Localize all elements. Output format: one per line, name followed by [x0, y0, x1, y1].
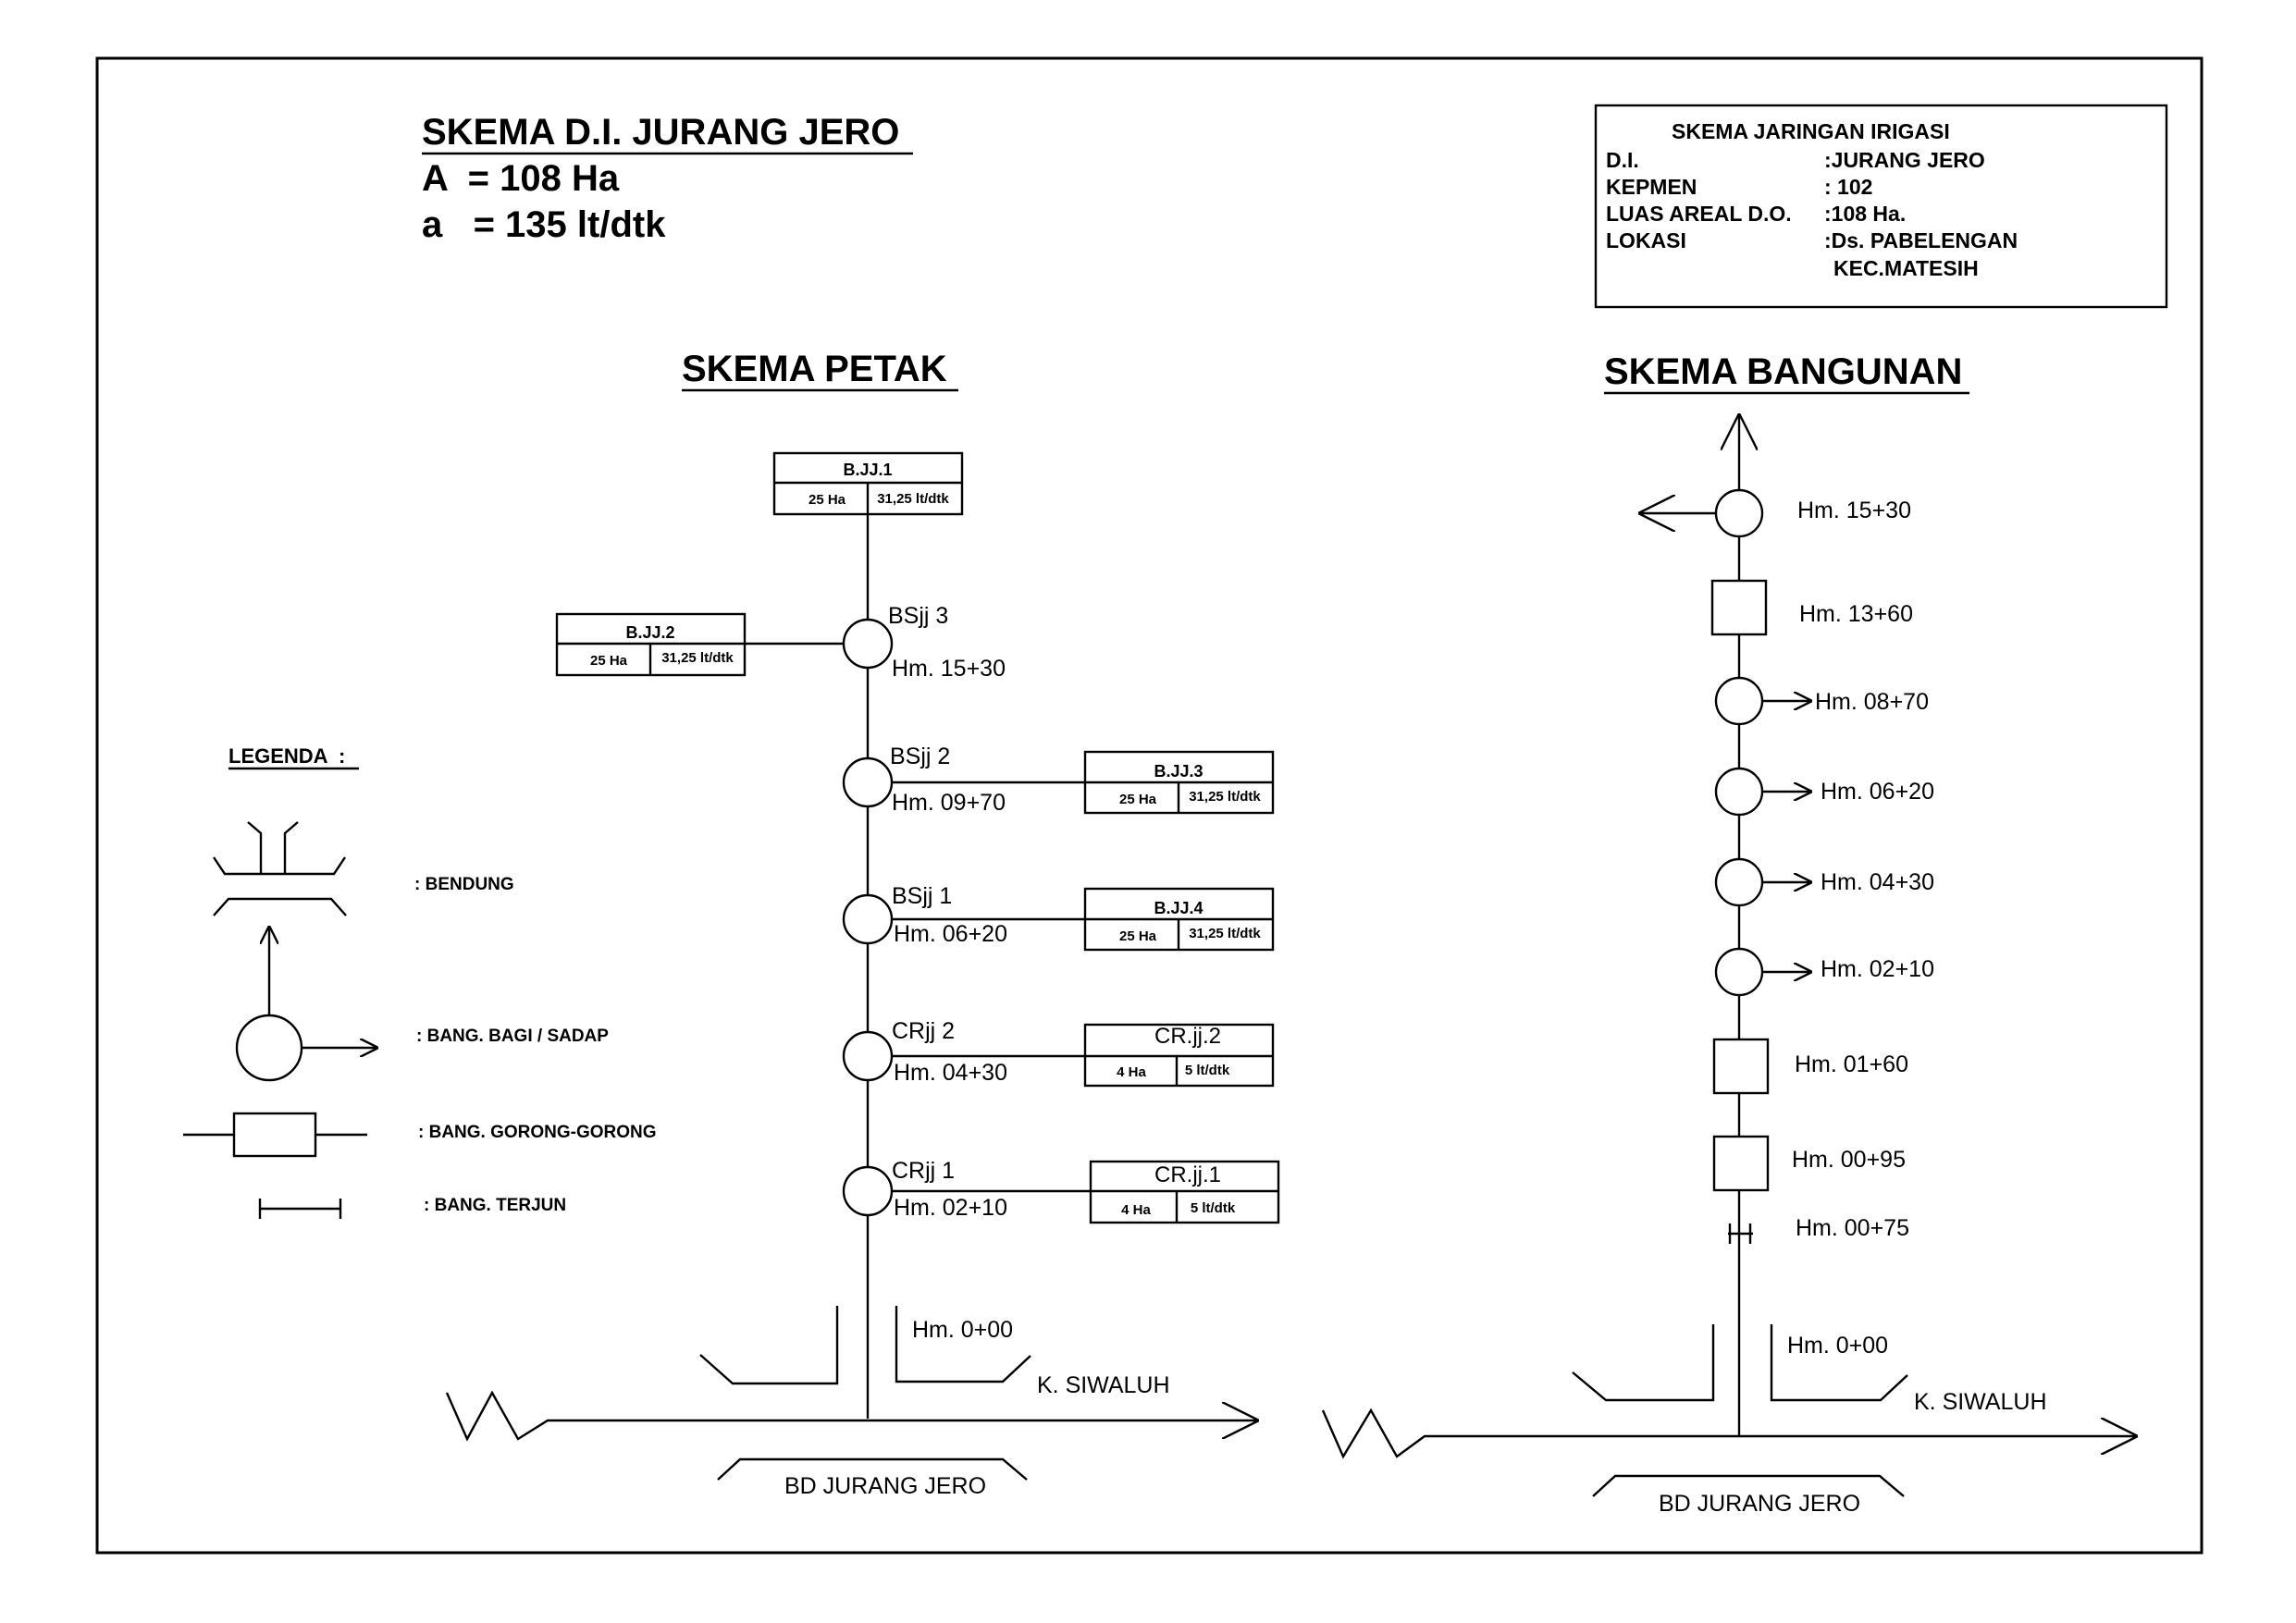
- structure-hm: Hm. 06+20: [1821, 779, 1934, 805]
- block-flow: 31,25 lt/dtk: [1189, 926, 1261, 941]
- structure-hm-0430: Hm. 04+30: [1714, 857, 1934, 907]
- node-name: CRjj 1: [892, 1158, 955, 1184]
- structure-hm: Hm. 00+95: [1792, 1147, 1906, 1173]
- structure-hm-1530: Hm. 15+30: [1639, 488, 1911, 538]
- node-name: BSjj 2: [890, 744, 950, 769]
- structure-hm: Hm. 04+30: [1821, 869, 1934, 895]
- info-value-luas: :108 Ha.: [1824, 202, 1906, 226]
- block-name: B.JJ.2: [625, 623, 674, 642]
- block-bjj3: B.JJ.3 25 Ha 31,25 lt/dtk: [1083, 750, 1275, 815]
- block-crjj1: CR.jj.1 4 Ha 5 lt/dtk: [1089, 1160, 1280, 1224]
- block-name: B.JJ.4: [1154, 899, 1203, 917]
- block-area: 4 Ha: [1117, 1064, 1146, 1080]
- info-value-lokasi: :Ds. PABELENGAN: [1824, 228, 2018, 252]
- legend-label-bagi-sadap: : BANG. BAGI / SADAP: [416, 1027, 609, 1046]
- weir-name: BD JURANG JERO: [1659, 1491, 1860, 1517]
- structure-hm-0870: Hm. 08+70: [1714, 676, 1929, 726]
- block-name: CR.jj.1: [1154, 1162, 1221, 1187]
- node-hm: Hm. 06+20: [894, 921, 1007, 947]
- culvert-icon: [183, 1112, 367, 1158]
- structure-hm-0210: Hm. 02+10: [1714, 947, 1934, 997]
- area-line: A = 108 Ha: [422, 158, 620, 199]
- info-label-lokasi: LOKASI: [1606, 228, 1686, 252]
- info-box-title: SKEMA JARINGAN IRIGASI: [1672, 119, 1950, 143]
- block-area: 25 Ha: [1119, 928, 1157, 944]
- block-name: B.JJ.3: [1154, 762, 1203, 781]
- node-bsjj3: BSjj 3 Hm. 15+30: [745, 603, 1006, 682]
- weir-name: BD JURANG JERO: [784, 1473, 986, 1499]
- skema-bangunan: SKEMA BANGUNAN Hm. 15+30 Hm. 13+60 Hm. 0…: [1321, 351, 2137, 1517]
- river-name: K. SIWALUH: [1037, 1372, 1170, 1398]
- block-flow: 5 lt/dtk: [1185, 1063, 1230, 1078]
- node-crjj1: CRjj 1 Hm. 02+10: [842, 1158, 1091, 1221]
- info-label-di: D.I.: [1606, 148, 1639, 172]
- structure-hm: Hm. 15+30: [1797, 498, 1911, 523]
- structure-hm: Hm. 01+60: [1795, 1051, 1908, 1077]
- structure-hm-1360: Hm. 13+60: [1710, 579, 1913, 636]
- legend-label-gorong-gorong: : BANG. GORONG-GORONG: [418, 1123, 657, 1142]
- node-hm: Hm. 02+10: [894, 1195, 1007, 1221]
- node-name: BSjj 3: [888, 603, 948, 629]
- info-label-luas: LUAS AREAL D.O.: [1606, 202, 1792, 226]
- node-hm: Hm. 09+70: [892, 790, 1006, 816]
- skema-bangunan-heading: SKEMA BANGUNAN: [1604, 351, 1962, 392]
- structure-hm: Hm. 08+70: [1815, 689, 1929, 715]
- info-label-kepmen: KEPMEN: [1606, 175, 1697, 199]
- block-bjj1: B.JJ.1 25 Ha 31,25 lt/dtk: [772, 451, 964, 516]
- block-bjj4: B.JJ.4 25 Ha 31,25 lt/dtk: [1083, 887, 1275, 952]
- node-hm: Hm. 15+30: [892, 656, 1006, 682]
- skema-petak: SKEMA PETAK B.JJ.1 25 Ha 31,25 lt/dtk BS…: [445, 349, 1280, 1499]
- origin-hm: Hm. 0+00: [1787, 1333, 1888, 1359]
- info-value-di: :JURANG JERO: [1824, 148, 1985, 172]
- weir-icon: [213, 821, 347, 916]
- bangunan-weir-base: Hm. 0+00 K. SIWALUH BD JURANG JERO: [1321, 1324, 2137, 1517]
- river-name: K. SIWALUH: [1914, 1389, 2047, 1415]
- legend: LEGENDA : : BENDUNG : BANG. BAGI / SADAP…: [183, 744, 657, 1219]
- info-box: SKEMA JARINGAN IRIGASI D.I. :JURANG JERO…: [1594, 104, 2168, 309]
- block-area: 25 Ha: [590, 653, 628, 669]
- structure-hm-0075: Hm. 00+75: [1728, 1215, 1909, 1244]
- block-flow: 5 lt/dtk: [1191, 1200, 1236, 1216]
- petak-weir-base: Hm. 0+00 K. SIWALUH BD JURANG JERO: [445, 1306, 1258, 1499]
- legend-label-bendung: : BENDUNG: [414, 875, 514, 894]
- node-name: BSjj 1: [892, 883, 952, 909]
- flow-line: a = 135 lt/dtk: [422, 204, 666, 245]
- structure-hm-0620: Hm. 06+20: [1714, 767, 1934, 817]
- block-area: 25 Ha: [1119, 792, 1157, 807]
- structure-hm: Hm. 02+10: [1821, 956, 1934, 982]
- drop-structure-icon: [258, 1199, 342, 1219]
- drawing-title: SKEMA D.I. JURANG JERO: [422, 112, 899, 153]
- drawing-frame: [95, 56, 2203, 1555]
- info-value-kepmen: : 102: [1824, 175, 1872, 199]
- structure-hm: Hm. 13+60: [1799, 601, 1913, 627]
- node-crjj2: CRjj 2 Hm. 04+30: [842, 1018, 1085, 1086]
- block-name: B.JJ.1: [843, 461, 892, 479]
- node-name: CRjj 2: [892, 1018, 955, 1044]
- block-area: 25 Ha: [809, 492, 846, 508]
- block-crjj2: CR.jj.2 4 Ha 5 lt/dtk: [1083, 1023, 1275, 1088]
- node-bsjj1: BSjj 1 Hm. 06+20: [842, 883, 1085, 947]
- block-area: 4 Ha: [1121, 1202, 1151, 1218]
- block-flow: 31,25 lt/dtk: [877, 491, 949, 507]
- block-flow: 31,25 lt/dtk: [1189, 789, 1261, 805]
- skema-petak-heading: SKEMA PETAK: [682, 349, 947, 389]
- structure-hm-0095: Hm. 00+95: [1712, 1135, 1906, 1192]
- block-flow: 31,25 lt/dtk: [661, 650, 734, 666]
- division-structure-icon: [235, 927, 377, 1082]
- block-bjj2: B.JJ.2 25 Ha 31,25 lt/dtk: [555, 612, 747, 677]
- node-hm: Hm. 04+30: [894, 1060, 1007, 1086]
- river-line: [445, 1390, 1258, 1442]
- legend-title: LEGENDA :: [228, 744, 345, 768]
- structure-hm-0160: Hm. 01+60: [1712, 1038, 1908, 1095]
- structure-hm: Hm. 00+75: [1796, 1215, 1909, 1241]
- info-value-kecamatan: KEC.MATESIH: [1833, 256, 1979, 280]
- legend-label-terjun: : BANG. TERJUN: [424, 1196, 566, 1215]
- header: SKEMA D.I. JURANG JERO A = 108 Ha a = 13…: [422, 112, 913, 245]
- river-line: [1321, 1408, 2137, 1459]
- node-bsjj2: BSjj 2 Hm. 09+70: [842, 744, 1085, 816]
- origin-hm: Hm. 0+00: [912, 1317, 1013, 1343]
- block-name: CR.jj.2: [1154, 1024, 1221, 1049]
